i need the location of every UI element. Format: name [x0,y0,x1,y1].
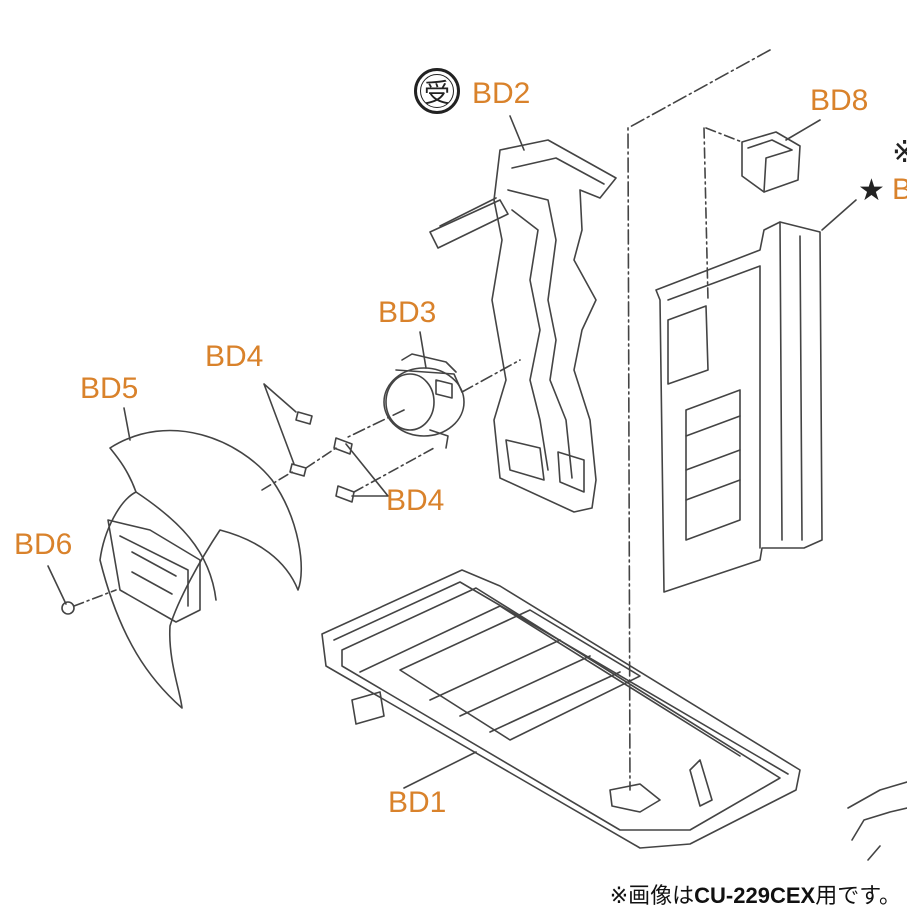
bd2-leader [509,115,525,151]
corner-cut-part [847,781,907,861]
right-side-panel [655,199,857,593]
bd3-fan-motor [345,353,465,449]
bd2-motor-bracket [429,139,617,513]
label-bd-cut: B [892,173,907,206]
axis-line-bd8 [703,127,743,301]
caption-model: CU-229CEX [694,883,816,908]
bd5-propeller-fan [99,429,303,709]
label-bd3: BD3 [378,296,437,329]
bd5-leader [123,407,131,441]
bd4-bottom-leader [345,443,389,497]
bd4-screws [261,411,435,503]
bd8-part [741,119,821,193]
star-mark: ★ [858,173,885,208]
caption-suffix: 用です。 [815,884,901,909]
image-caption: ※画像はCU-229CEX用です。 [610,878,901,910]
label-bd2: BD2 [472,77,531,110]
uke-badge: 受 [414,68,460,114]
bd3-leader [419,331,427,369]
label-bd6: BD6 [14,528,73,561]
label-bd8: BD8 [810,84,869,117]
label-bd4-top: BD4 [205,340,264,373]
bd3-to-bd2-line [461,359,521,393]
caption-prefix: ※画像は [609,884,695,909]
bd1-base-plate [321,569,801,849]
label-bd5: BD5 [80,372,139,405]
bd6-nut [47,565,117,615]
axis-line-main [627,49,771,791]
label-bd1: BD1 [388,786,447,819]
label-bd4-bottom: BD4 [386,484,445,517]
ref-mark: ※ [892,138,907,168]
bd4-top-leader [263,383,297,465]
